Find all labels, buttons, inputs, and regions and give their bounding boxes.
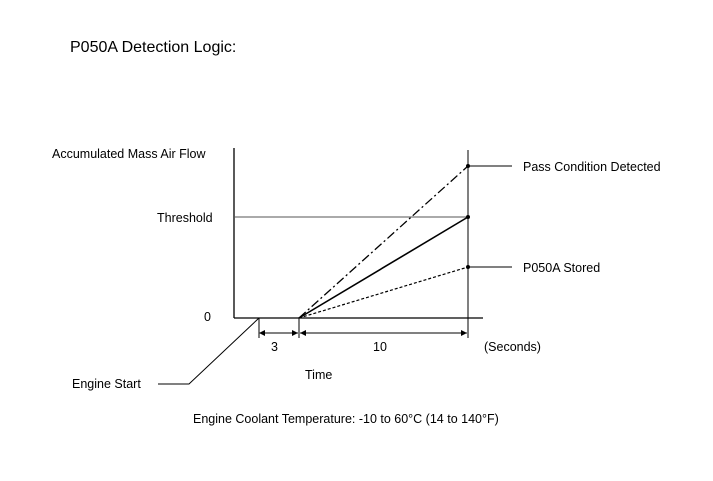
diagram-title: P050A Detection Logic:: [70, 39, 236, 56]
stored-label: P050A Stored: [523, 261, 600, 275]
threshold-flow-line: [298, 216, 469, 319]
coolant-temperature-note: Engine Coolant Temperature: -10 to 60°C …: [193, 412, 499, 426]
pass-condition-label: Pass Condition Detected: [523, 160, 661, 174]
seconds-label: (Seconds): [484, 340, 541, 354]
interval-detect-arrowhead-right: [461, 330, 467, 336]
stored-flow-line: [298, 266, 469, 319]
interval-start-label: 3: [271, 340, 278, 354]
threshold-label: Threshold: [157, 211, 213, 225]
engine-start-leader: [158, 317, 260, 385]
y-axis-label: Accumulated Mass Air Flow: [52, 147, 206, 161]
interval-start-arrowhead-left: [259, 330, 265, 336]
threshold-point: [466, 215, 470, 219]
zero-label: 0: [204, 310, 211, 324]
interval-start-arrowhead-right: [292, 330, 298, 336]
engine-start-label: Engine Start: [72, 377, 141, 391]
interval-detect-arrowhead-left: [300, 330, 306, 336]
pass-flow-line: [298, 165, 469, 319]
interval-detect-label: 10: [373, 340, 387, 354]
time-label: Time: [305, 368, 332, 382]
